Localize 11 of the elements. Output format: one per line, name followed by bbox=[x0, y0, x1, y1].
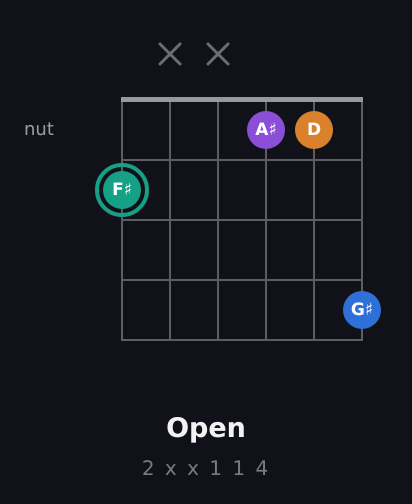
note-dot bbox=[247, 111, 285, 149]
note-name: A♯ bbox=[255, 120, 277, 140]
note-name: D bbox=[306, 120, 322, 140]
note-name: F♯ bbox=[112, 180, 132, 200]
note-name: G♯ bbox=[350, 300, 374, 320]
nut-label: nut bbox=[24, 119, 54, 141]
note-dot bbox=[295, 111, 333, 149]
root-note-dot bbox=[95, 163, 149, 217]
note-dot bbox=[343, 291, 381, 329]
chord-title: Open bbox=[165, 412, 247, 446]
fingering-caption: 2 x x 1 1 4 bbox=[142, 455, 270, 481]
